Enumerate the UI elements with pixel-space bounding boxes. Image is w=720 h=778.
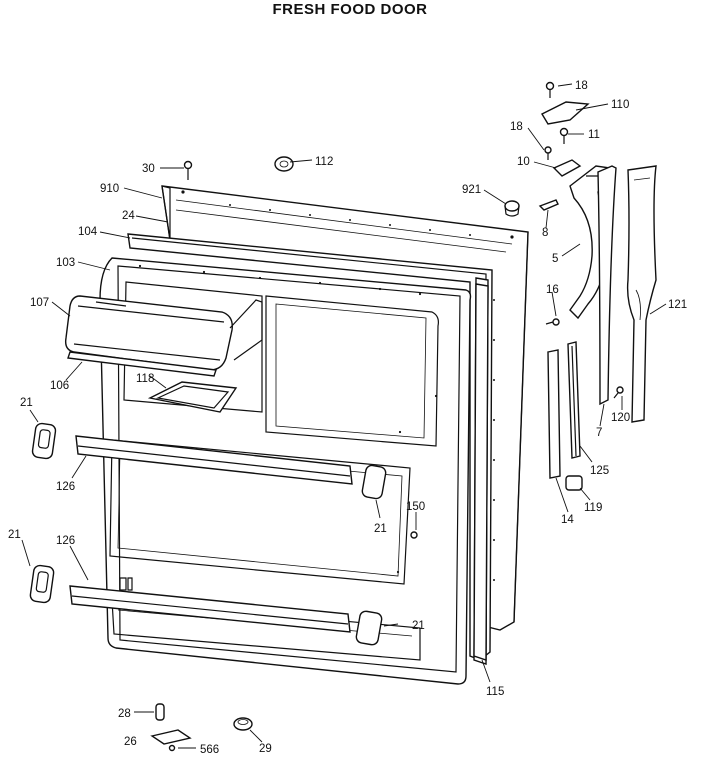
callout-7: 7 <box>596 427 602 439</box>
door-gasket <box>127 233 493 665</box>
callout-26: 26 <box>124 736 137 748</box>
callout-8: 8 <box>542 227 548 239</box>
callout-21-lower-left: 21 <box>8 529 21 541</box>
callout-115: 115 <box>486 686 504 698</box>
callout-118: 118 <box>136 373 154 385</box>
callout-labels: 18 110 18 11 10 30 112 910 921 24 8 104 … <box>8 80 687 756</box>
callout-21-upper-left: 21 <box>20 397 33 409</box>
callout-30: 30 <box>142 163 155 175</box>
callout-29: 29 <box>259 743 272 755</box>
dairy-door <box>64 295 263 377</box>
callout-126-lower: 126 <box>56 535 75 547</box>
callout-106: 106 <box>50 380 69 392</box>
egg-tray <box>147 381 238 413</box>
callout-5: 5 <box>552 253 558 265</box>
leader-lines <box>21 83 667 749</box>
callout-126-upper: 126 <box>56 481 75 493</box>
callout-125: 125 <box>590 465 609 477</box>
callout-11: 11 <box>588 129 600 141</box>
callout-18-top: 18 <box>575 80 588 92</box>
callout-566: 566 <box>200 744 219 756</box>
callout-21-middle: 21 <box>374 523 387 535</box>
shelf-upper <box>75 435 353 485</box>
callout-150: 150 <box>406 501 425 513</box>
diagram-title: FRESH FOOD DOOR <box>272 1 428 18</box>
callout-120: 120 <box>611 412 630 424</box>
callout-107: 107 <box>30 297 49 309</box>
callout-119: 119 <box>584 502 602 514</box>
shelf-lower <box>69 585 351 633</box>
fasteners <box>150 81 624 752</box>
callout-121: 121 <box>668 299 687 311</box>
callout-28: 28 <box>118 708 131 720</box>
callout-24: 24 <box>122 210 135 222</box>
callout-910: 910 <box>100 183 119 195</box>
callout-16: 16 <box>546 284 559 296</box>
callout-104: 104 <box>78 226 98 238</box>
hinge-hardware <box>504 101 657 491</box>
callout-21-lower-right: 21 <box>412 620 425 632</box>
callout-112: 112 <box>315 156 333 168</box>
callout-921: 921 <box>462 184 481 196</box>
callout-10: 10 <box>517 156 530 168</box>
callout-18: 18 <box>510 121 523 133</box>
callout-103: 103 <box>56 257 75 269</box>
callout-14: 14 <box>561 514 574 526</box>
callout-110: 110 <box>611 99 629 111</box>
shelf-clips <box>29 422 387 646</box>
